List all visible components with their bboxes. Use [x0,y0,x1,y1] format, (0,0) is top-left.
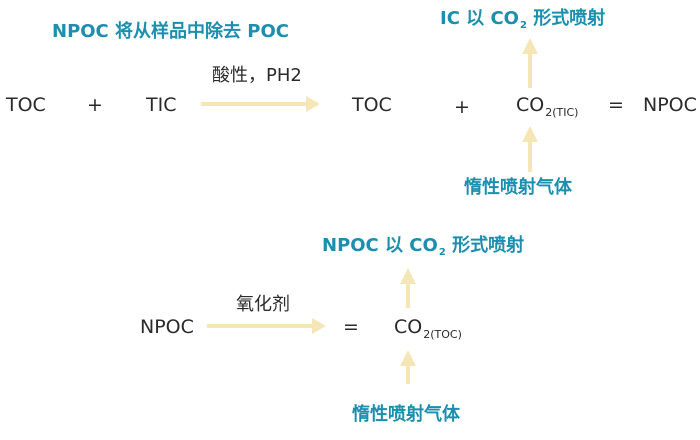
gas-arrow-up-top [522,126,538,172]
npoc-heading: NPOC 将从样品中除去 POC [52,21,290,42]
gas-arrow-up-bottom [400,350,416,384]
ic-release-prefix: IC 以 CO [440,8,519,29]
plus-sign-2: + [454,96,470,118]
inert-gas-top: 惰性喷射气体 [464,177,572,198]
npoc-release-sub: 2 [438,247,446,258]
npoc-release-suffix: 形式喷射 [445,235,525,256]
inert-gas-bottom: 惰性喷射气体 [352,404,460,425]
term-npoc: NPOC [140,316,194,338]
co2-toc: CO2(TOC) [394,316,462,341]
reaction-arrow-oxidant [207,318,326,334]
equals-sign-bottom: = [343,316,359,338]
ic-release-label: IC 以 CO2 形式喷射 [440,8,606,31]
equals-sign-top: = [608,94,624,116]
npoc-release-label: NPOC 以 CO2 形式喷射 [322,235,525,258]
release-arrow-up-npoc [400,268,416,308]
acid-arrow-label: 酸性，PH2 [212,65,302,86]
co2-toc-sub: 2(TOC) [423,328,462,341]
result-npoc: NPOC [643,94,697,116]
co2-tic-base: CO [516,94,545,116]
co2-toc-base: CO [394,316,423,338]
npoc-release-prefix: NPOC 以 CO [322,235,438,256]
term-toc-right: TOC [352,94,392,116]
ic-release-sub: 2 [519,20,527,31]
term-toc-left: TOC [6,94,46,116]
plus-sign-1: + [87,94,103,116]
oxidant-arrow-label: 氧化剂 [236,294,290,315]
reaction-arrow-acid [201,96,320,112]
term-tic: TIC [146,94,177,116]
release-arrow-up-ic [522,38,538,88]
ic-release-suffix: 形式喷射 [526,8,606,29]
co2-tic-sub: 2(TIC) [545,106,579,119]
co2-tic: CO2(TIC) [516,94,578,119]
